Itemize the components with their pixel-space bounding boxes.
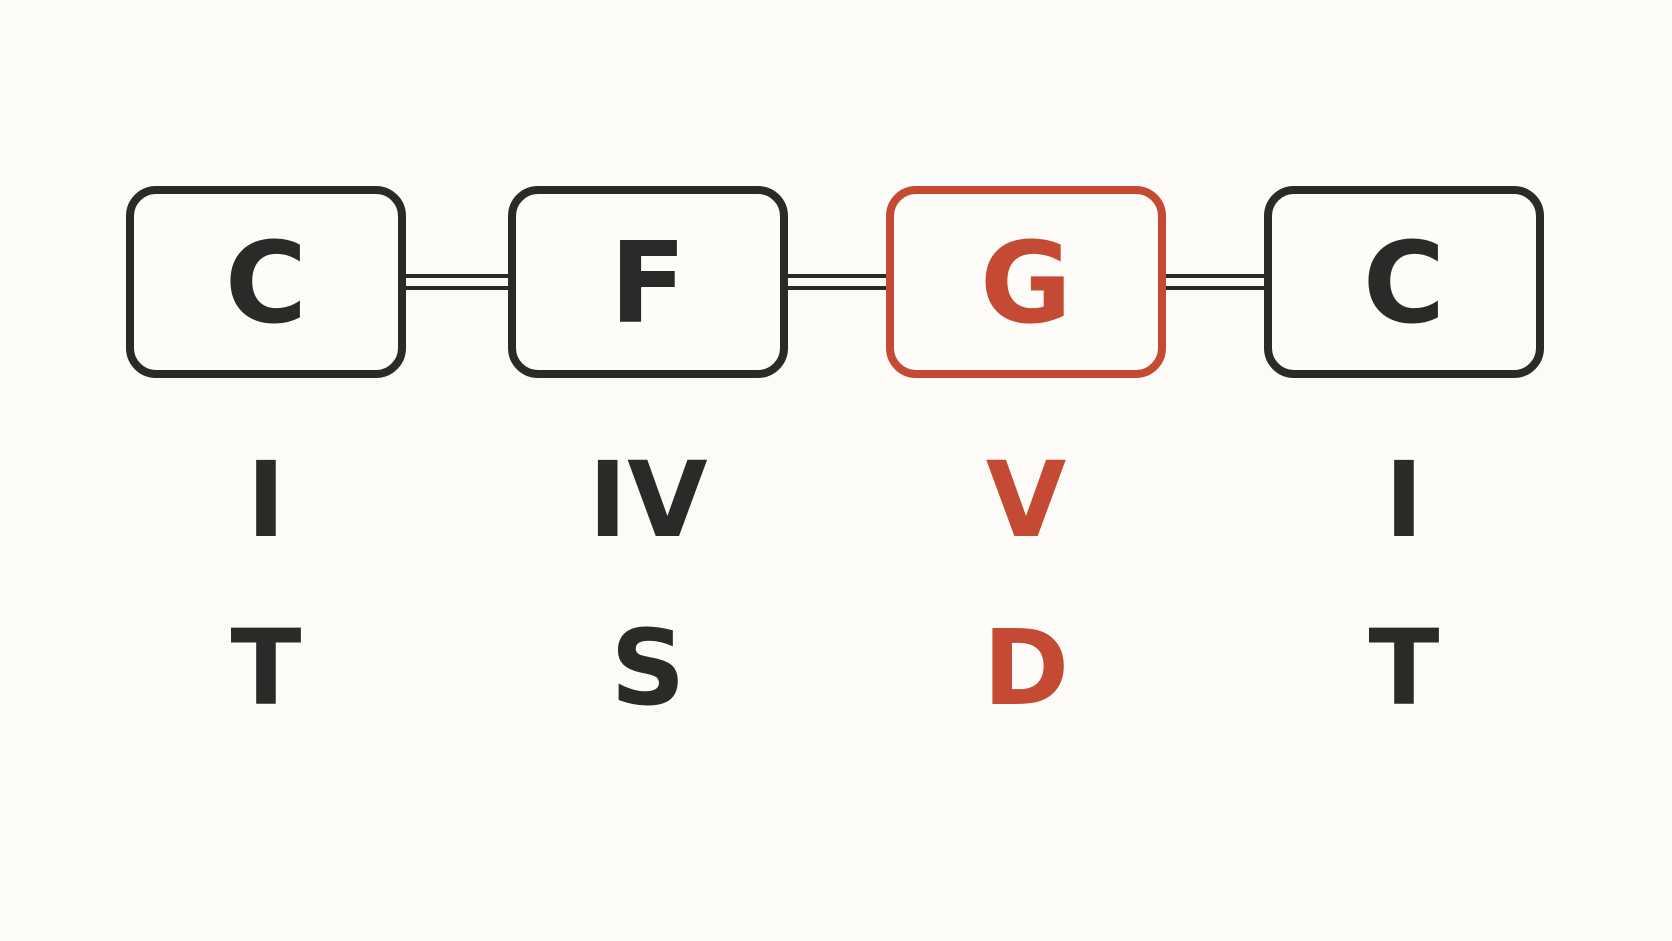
function-label-2: S [610,607,686,729]
connector-3 [1162,274,1272,290]
connector-2 [784,274,894,290]
roman-numeral-1: I [246,439,286,561]
roman-numeral-3: V [985,439,1067,561]
chord-letter-1: C [224,219,308,349]
roman-numeral-4: I [1384,439,1424,561]
chord-node-3: G [886,186,1166,378]
roman-numeral-2: IV [588,439,708,561]
chord-node-1: C [126,186,406,378]
chord-node-2: F [508,186,788,378]
chord-letter-3: G [980,219,1072,349]
function-label-3: D [982,607,1070,729]
chord-node-4: C [1264,186,1544,378]
function-label-4: T [1368,607,1440,729]
connector-1 [404,274,516,290]
chord-letter-2: F [609,219,687,349]
chord-letter-4: C [1362,219,1446,349]
function-label-1: T [230,607,302,729]
